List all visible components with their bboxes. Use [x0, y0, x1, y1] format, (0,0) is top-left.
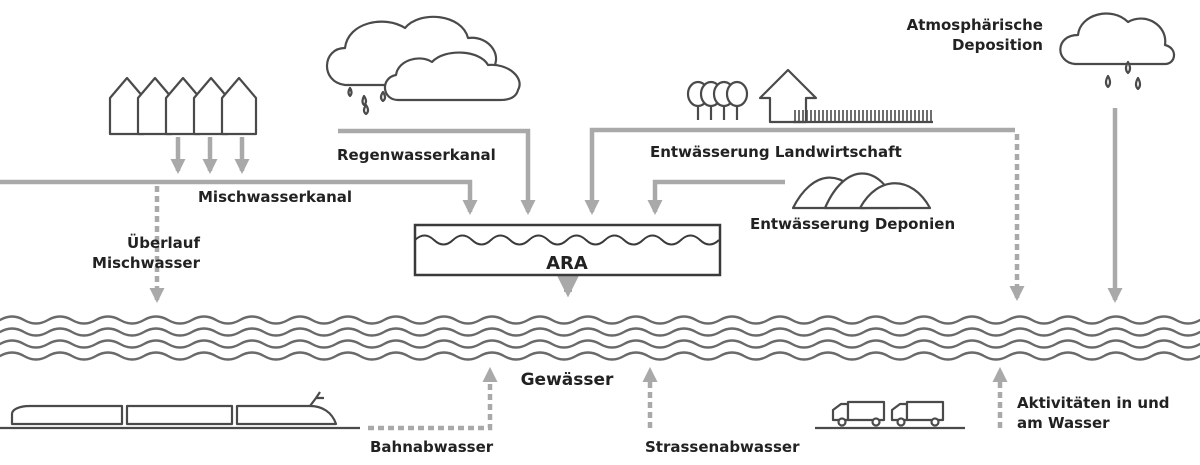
atmospheric-label-line1: Atmosphärische	[907, 16, 1043, 34]
strassenabwasser-label: Strassenabwasser	[645, 438, 800, 456]
field-icon	[793, 110, 933, 124]
river-waves-icon	[0, 315, 1200, 361]
aktivitaeten-label-line1: Aktivitäten in und	[1017, 394, 1170, 412]
landwirtschaft-channel-line	[584, 127, 1015, 216]
landfill-hills-icon	[791, 172, 932, 210]
deposition-cloud-icon	[1059, 12, 1176, 91]
train-icon	[0, 391, 360, 430]
ueberlauf-label-line2: Mischwasser	[92, 254, 201, 272]
trucks-icon	[815, 400, 965, 430]
atmospheric-label-line2: Deposition	[952, 36, 1043, 54]
aktivitaeten-label-line2: am Wasser	[1017, 414, 1110, 432]
regenwasserkanal-label: Regenwasserkanal	[337, 146, 496, 164]
ueberlauf-label-line1: Überlauf	[127, 233, 200, 252]
bahnabwasser-arrow	[368, 366, 498, 431]
mischwasserkanal-label: Mischwasserkanal	[198, 188, 352, 206]
landwirtschaft-label: Entwässerung Landwirtschaft	[650, 143, 902, 161]
trees-icon	[686, 80, 749, 120]
mischwasser-channel-line	[0, 179, 478, 216]
rain-cloud-icon	[325, 15, 521, 116]
bahnabwasser-label: Bahnabwasser	[370, 438, 494, 456]
houses-icon	[108, 76, 258, 136]
deponien-channel-line	[647, 179, 785, 216]
treatment-plant-icon	[413, 223, 722, 277]
farm-house-icon	[758, 68, 818, 124]
deponien-label: Entwässerung Deponien	[750, 215, 955, 233]
ara-label: ARA	[546, 253, 588, 274]
regenwasser-channel-line	[338, 128, 536, 216]
gewaesser-label: Gewässer	[521, 370, 614, 390]
